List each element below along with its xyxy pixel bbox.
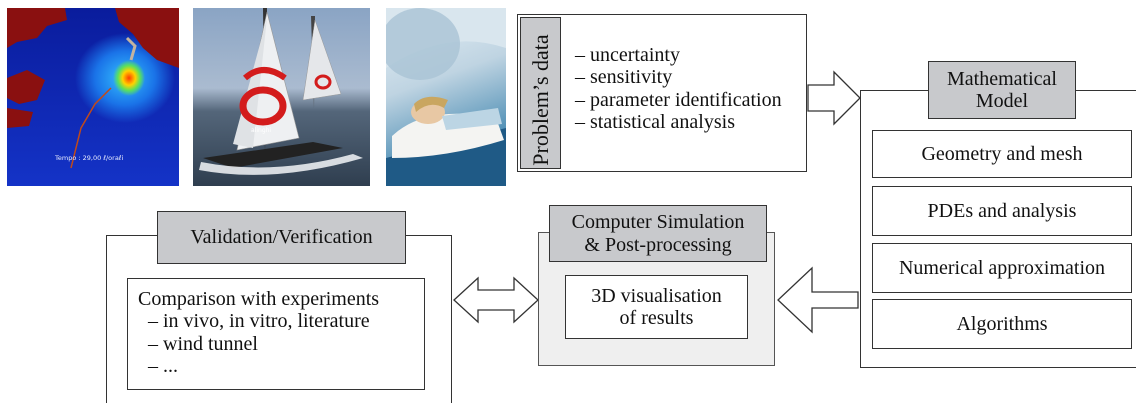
medical-scanner-patient-image bbox=[386, 8, 506, 186]
algorithms-label: Algorithms bbox=[956, 312, 1048, 335]
simulation-title-line2: & Post-processing bbox=[584, 233, 732, 256]
patient-graphic bbox=[386, 8, 506, 186]
sailboat-graphic: alinghi bbox=[199, 8, 363, 175]
svg-text:alinghi: alinghi bbox=[251, 127, 271, 134]
simulation-title: Computer Simulation & Post-processing bbox=[549, 205, 767, 262]
arrow-to-simulation bbox=[777, 266, 859, 334]
validation-title-label: Validation/Verification bbox=[190, 226, 373, 249]
visualisation-line1: 3D visualisation bbox=[591, 284, 722, 307]
problems-data-list: – uncertainty – sensitivity – parameter … bbox=[575, 44, 782, 134]
math-model-title-line2: Model bbox=[975, 90, 1029, 112]
problems-data-title-tab: Problem’s data bbox=[520, 17, 561, 169]
visualisation-line2: of results bbox=[619, 307, 694, 329]
comparison-heading: Comparison with experiments bbox=[138, 288, 380, 310]
simulation-title-line1: Computer Simulation bbox=[571, 211, 745, 234]
math-model-title: Mathematical Model bbox=[928, 61, 1076, 119]
problems-data-panel bbox=[517, 14, 807, 172]
math-model-title-line1: Mathematical bbox=[947, 67, 1057, 90]
double-arrow-validation-simulation bbox=[453, 276, 539, 324]
list-item: – parameter identification bbox=[575, 88, 782, 111]
storm-map-graphic: Tempo : 29,00 ℓ/oraℓi bbox=[7, 8, 179, 169]
visualisation-box: 3D visualisation of results bbox=[565, 275, 748, 339]
numerical-approximation-label: Numerical approximation bbox=[898, 256, 1106, 279]
svg-text:Tempo : 29,00 ℓ/oraℓi: Tempo : 29,00 ℓ/oraℓi bbox=[54, 154, 123, 162]
list-item: – statistical analysis bbox=[575, 111, 735, 134]
list-item: – uncertainty bbox=[575, 44, 680, 66]
pdes-analysis-box: PDEs and analysis bbox=[872, 186, 1132, 236]
geometry-mesh-box: Geometry and mesh bbox=[872, 130, 1132, 178]
comparison-item: – ... bbox=[148, 355, 178, 378]
comparison-box: Comparison with experiments – in vivo, i… bbox=[127, 278, 425, 390]
sailboat-image: alinghi bbox=[193, 8, 370, 186]
arrow-to-model bbox=[807, 70, 861, 126]
list-item: – sensitivity bbox=[575, 66, 673, 89]
algorithms-box: Algorithms bbox=[872, 299, 1132, 349]
storm-surge-simulation-image: Tempo : 29,00 ℓ/oraℓi bbox=[7, 8, 179, 186]
numerical-approximation-box: Numerical approximation bbox=[872, 243, 1132, 293]
validation-title: Validation/Verification bbox=[157, 211, 406, 264]
pdes-analysis-label: PDEs and analysis bbox=[927, 199, 1077, 222]
problems-data-title: Problem’s data bbox=[528, 34, 553, 166]
comparison-item: – wind tunnel bbox=[148, 332, 258, 355]
geometry-mesh-label: Geometry and mesh bbox=[921, 142, 1083, 165]
comparison-item: – in vivo, in vitro, literature bbox=[148, 310, 370, 333]
